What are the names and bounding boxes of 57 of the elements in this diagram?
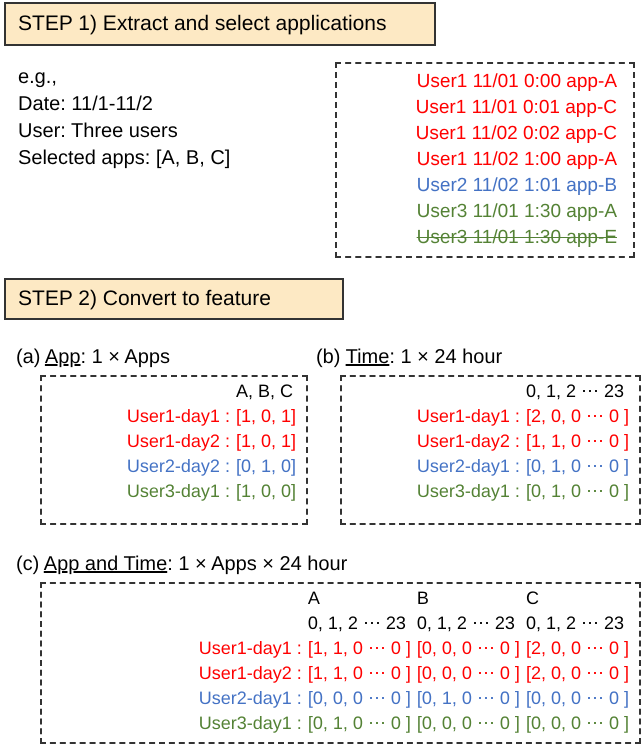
step-banner: STEP 1) Extract and select applications — [4, 2, 436, 46]
feature-vector: [0, 0, 0 ⋯ 0 ] — [416, 712, 520, 735]
feature-vector: [0, 0, 0 ⋯ 0 ] — [416, 662, 520, 685]
example-note: Selected apps: [A, B, C] — [18, 146, 230, 171]
row-label: User1-day1 : — [126, 405, 230, 428]
feature-vector: [2, 0, 0 ⋯ 0 ] — [526, 405, 629, 428]
log-entry: User2 11/02 1:01 app-B — [416, 174, 617, 198]
log-entry: User1 11/02 0:02 app-C — [416, 122, 617, 146]
row-label: User3-day1 : — [416, 480, 520, 503]
feature-vector: [0, 1, 0 ⋯ 0 ] — [308, 712, 411, 735]
column-header: A, B, C — [236, 380, 294, 403]
row-label: User3-day1 : — [198, 712, 302, 735]
log-entry: User3 11/01 1:30 app-A — [416, 200, 617, 224]
feature-vector: [0, 0, 0 ⋯ 0 ] — [416, 637, 520, 660]
panel-heading: (a) App: 1 × Apps — [16, 345, 172, 370]
feature-vector: [1, 1, 0 ⋯ 0 ] — [308, 637, 411, 660]
log-panel — [335, 62, 635, 258]
feature-vector: [0, 1, 0 ⋯ 0 ] — [416, 687, 520, 710]
log-entry: User1 11/01 0:00 app-A — [416, 70, 617, 94]
row-label: User2-day1 : — [416, 455, 520, 478]
column-header: 0, 1, 2 ⋯ 23 — [416, 612, 516, 635]
row-label: User1-day1 : — [416, 405, 520, 428]
example-note: User: Three users — [18, 119, 179, 144]
feature-vector: [0, 1, 0 ⋯ 0 ] — [526, 480, 629, 503]
feature-vector: [0, 0, 0 ⋯ 0 ] — [308, 687, 411, 710]
panel-heading: (c) App and Time: 1 × Apps × 24 hour — [16, 552, 348, 577]
row-label: User2-day1 : — [198, 687, 302, 710]
log-entry: User1 11/02 1:00 app-A — [416, 148, 617, 172]
feature-vector: [1, 0, 1] — [236, 430, 296, 453]
feature-vector: [0, 0, 0 ⋯ 0 ] — [526, 712, 629, 735]
example-note: Date: 11/1-11/2 — [18, 92, 154, 117]
feature-vector: [0, 1, 0 ⋯ 0 ] — [526, 455, 629, 478]
column-header: 0, 1, 2 ⋯ 23 — [308, 612, 407, 635]
feature-vector: [1, 0, 1] — [236, 405, 296, 428]
feature-vector: [0, 0, 0 ⋯ 0 ] — [526, 687, 629, 710]
panel-heading: (b) Time: 1 × 24 hour — [316, 345, 504, 370]
column-header: 0, 1, 2 ⋯ 23 — [526, 612, 625, 635]
example-note: e.g., — [18, 65, 58, 90]
column-header: A — [308, 587, 321, 610]
row-label: User3-day1 : — [126, 480, 230, 503]
log-entry: User3 11/01 1:30 app-E — [416, 226, 617, 250]
column-header: B — [416, 587, 430, 610]
feature-vector: [1, 1, 0 ⋯ 0 ] — [526, 430, 629, 453]
row-label: User1-day1 : — [198, 637, 302, 660]
step-banner: STEP 2) Convert to feature — [4, 278, 344, 320]
log-entry: User1 11/01 0:01 app-C — [416, 96, 617, 120]
feature-vector: [1, 0, 0] — [236, 480, 296, 503]
feature-vector: [2, 0, 0 ⋯ 0 ] — [526, 662, 629, 685]
row-label: User2-day2 : — [126, 455, 230, 478]
feature-vector: [2, 0, 0 ⋯ 0 ] — [526, 637, 629, 660]
row-label: User1-day2 : — [416, 430, 520, 453]
row-label: User1-day2 : — [198, 662, 302, 685]
row-label: User1-day2 : — [126, 430, 230, 453]
feature-vector: [0, 1, 0] — [236, 455, 296, 478]
column-header: C — [526, 587, 540, 610]
feature-vector: [1, 1, 0 ⋯ 0 ] — [308, 662, 411, 685]
column-header: 0, 1, 2 ⋯ 23 — [526, 380, 625, 403]
